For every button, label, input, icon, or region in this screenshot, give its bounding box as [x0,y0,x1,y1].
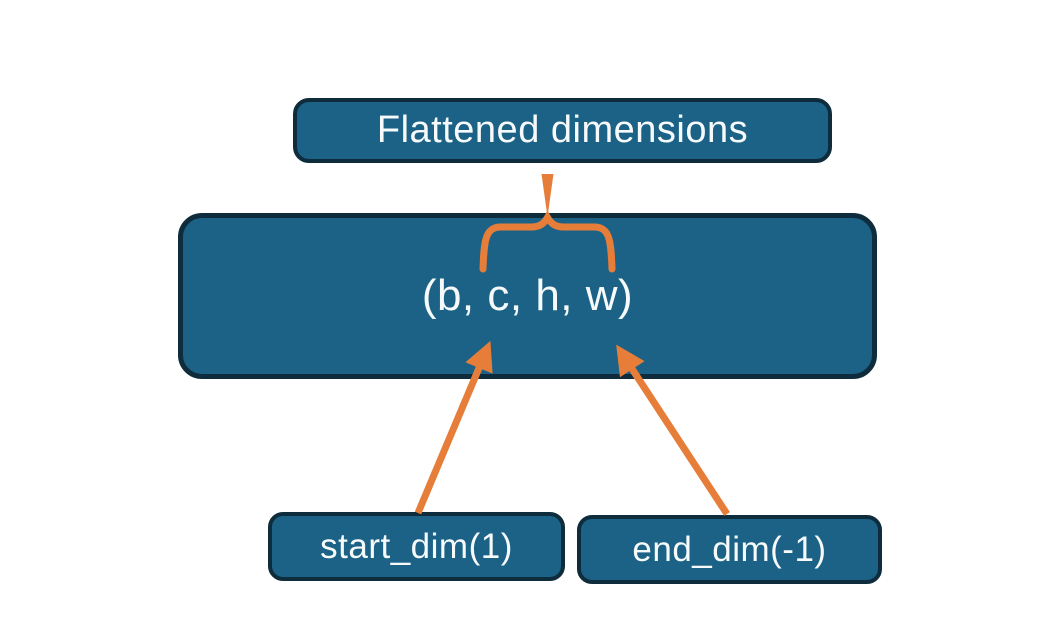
start-dim-box: start_dim(1) [268,512,565,581]
brace-stem-icon [541,174,554,217]
tensor-shape-box: (b, c, h, w) [178,213,877,379]
start-dim-label: start_dim(1) [320,526,513,566]
flattened-dimensions-box: Flattened dimensions [293,98,832,163]
end-dim-label: end_dim(-1) [632,529,827,569]
flattened-dimensions-label: Flattened dimensions [376,109,749,151]
end-dim-box: end_dim(-1) [577,515,882,584]
tensor-shape-label: (b, c, h, w) [421,271,634,320]
